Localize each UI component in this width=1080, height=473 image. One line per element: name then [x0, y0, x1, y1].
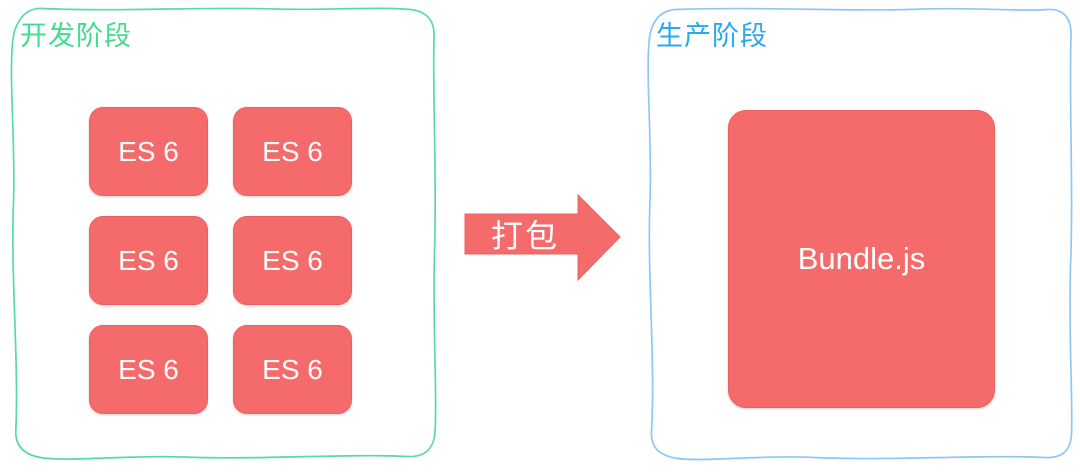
es6-module-block: ES 6: [89, 216, 208, 305]
es6-module-block: ES 6: [233, 325, 352, 414]
right-arrow-icon: [464, 193, 621, 282]
prod-stage-border: [647, 7, 1073, 461]
prod-stage-box: 生产阶段 Bundle.js: [642, 5, 1076, 467]
es6-module-block: ES 6: [89, 325, 208, 414]
es6-module-block: ES 6: [233, 216, 352, 305]
es6-module-label: ES 6: [118, 353, 179, 385]
es6-module-block: ES 6: [89, 107, 208, 196]
dev-stage-label: 开发阶段: [20, 21, 132, 51]
bundle-label: Bundle.js: [797, 241, 926, 276]
es6-module-label: ES 6: [262, 244, 323, 276]
bundling-arrow: 打包: [460, 190, 625, 286]
es6-module-label: ES 6: [262, 135, 323, 167]
es6-module-block: ES 6: [233, 107, 352, 196]
dev-stage-box: 开发阶段 ES 6 ES 6 ES 6 ES 6 ES 6 ES 6: [6, 5, 440, 467]
es6-module-label: ES 6: [118, 135, 179, 167]
es6-module-label: ES 6: [118, 244, 179, 276]
bundle-block: Bundle.js: [728, 110, 995, 408]
prod-stage-label: 生产阶段: [656, 21, 768, 51]
es6-module-grid: ES 6 ES 6 ES 6 ES 6 ES 6 ES 6: [89, 107, 352, 414]
dev-stage-border: [10, 7, 437, 460]
es6-module-label: ES 6: [262, 353, 323, 385]
arrow-label: 打包: [490, 218, 559, 254]
